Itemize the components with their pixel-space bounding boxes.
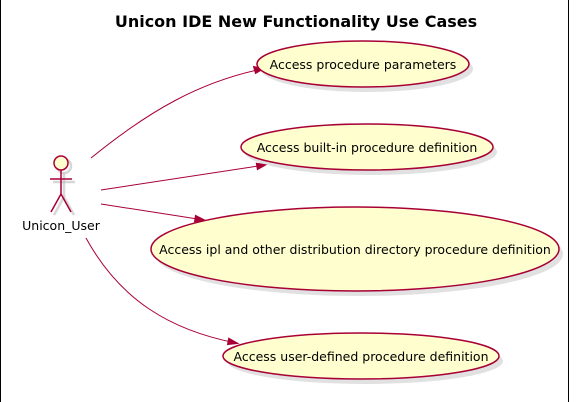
- use-case-ellipse: [240, 123, 494, 171]
- actor-head: [53, 155, 69, 171]
- use-case-builtin-definition: Access built-in procedure definition: [240, 123, 497, 175]
- association-line-parameters: [90, 68, 263, 159]
- use-case-label: Access user-defined procedure definition: [234, 349, 489, 364]
- actor-right-leg: [60, 193, 72, 213]
- diagram-title: Unicon IDE New Functionality Use Cases: [115, 12, 477, 31]
- use-case-ellipse: [222, 332, 500, 380]
- associations: [85, 65, 268, 346]
- association-arrowhead-builtin: [255, 162, 268, 171]
- use-case-ellipse: [150, 206, 560, 292]
- actor-label: Unicon_User: [22, 218, 101, 233]
- use-case-label: Access procedure parameters: [270, 57, 457, 72]
- actor-unicon-user: Unicon_User: [22, 155, 101, 233]
- use-case-ellipse: [256, 40, 470, 88]
- association-line-builtin: [100, 164, 266, 191]
- use-case-user-defined-definition: Access user-defined procedure definition: [222, 332, 503, 384]
- association-line-ipl: [100, 203, 205, 221]
- actor-left-leg: [50, 193, 62, 213]
- association-arrowhead-userdefined: [226, 337, 240, 346]
- use-case-label: Access built-in procedure definition: [257, 140, 478, 155]
- use-case-procedure-parameters: Access procedure parameters: [256, 40, 473, 92]
- association-line-userdefined: [85, 237, 237, 344]
- use-case-label: Access ipl and other distribution direct…: [159, 242, 551, 257]
- use-case-ipl-distribution-definition: Access ipl and other distribution direct…: [150, 206, 563, 296]
